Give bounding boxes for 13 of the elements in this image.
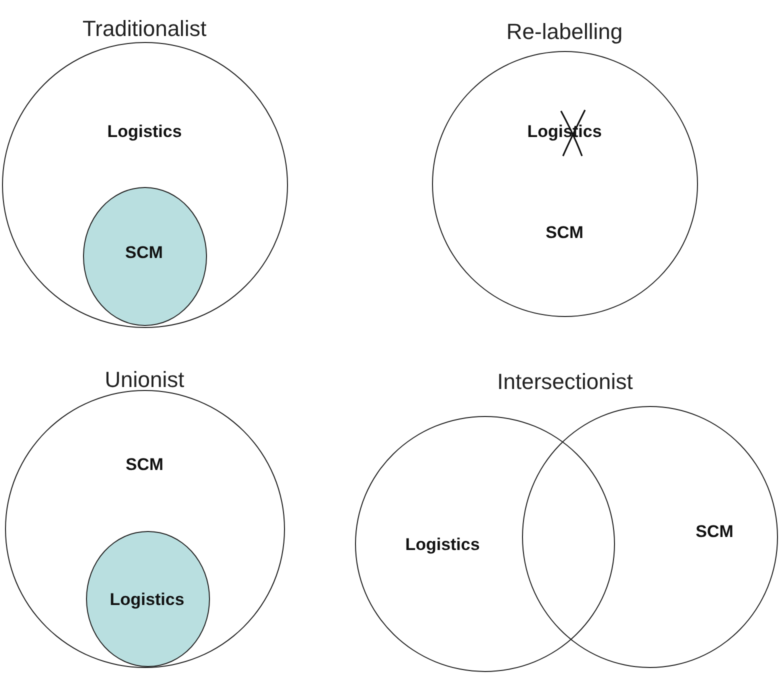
circle [355,416,615,672]
panel-heading: Intersectionist [497,369,633,395]
circle-label: Logistics [405,534,480,554]
panel-heading: Unionist [104,366,184,392]
circle-label: SCM [125,243,163,263]
panel-heading: Re-labelling [506,18,623,44]
circle-label: SCM [696,522,734,542]
panel-heading: Traditionalist [82,16,206,42]
circle [522,406,778,668]
circle-label: SCM [546,222,584,242]
circle-label: SCM [126,454,164,474]
circle-label: Logistics [110,590,184,610]
circle-label: Logistics [107,122,182,142]
